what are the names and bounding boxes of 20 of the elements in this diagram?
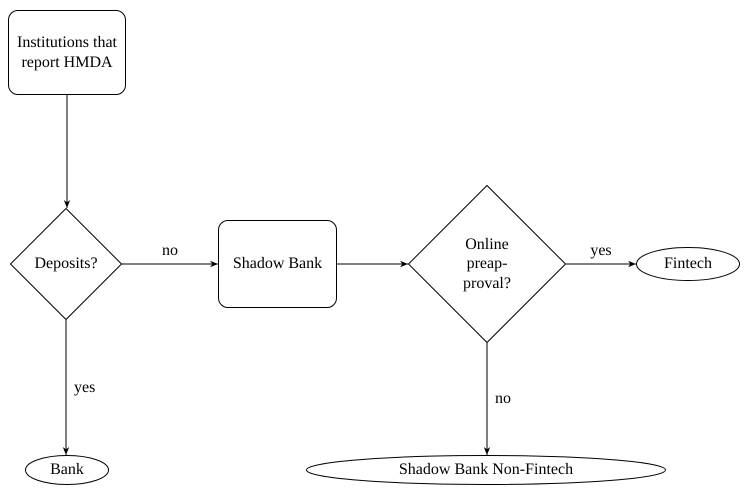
- node-text: Institutions that report HMDA: [17, 33, 117, 72]
- arrow: [336, 260, 408, 268]
- node-text: Deposits?: [34, 254, 98, 274]
- node-text: Bank: [50, 460, 84, 480]
- arrow: [62, 320, 70, 456]
- terminal-ellipse: [25, 455, 109, 485]
- terminal-ellipse: [306, 455, 666, 485]
- terminal-ellipse: [636, 247, 740, 281]
- arrow: [122, 260, 218, 268]
- process-box: [8, 10, 126, 95]
- node-text: Online preap- proval?: [462, 235, 512, 293]
- arrow: [566, 260, 636, 268]
- arrow: [484, 342, 490, 456]
- arrow: [64, 94, 70, 208]
- node-text: Shadow Bank Non-Fintech: [398, 460, 574, 480]
- node-text: Shadow Bank: [232, 254, 322, 274]
- decision-diamond: [408, 185, 566, 343]
- node-text: Fintech: [664, 254, 712, 274]
- process-box: [218, 220, 337, 308]
- decision-diamond: [10, 208, 122, 320]
